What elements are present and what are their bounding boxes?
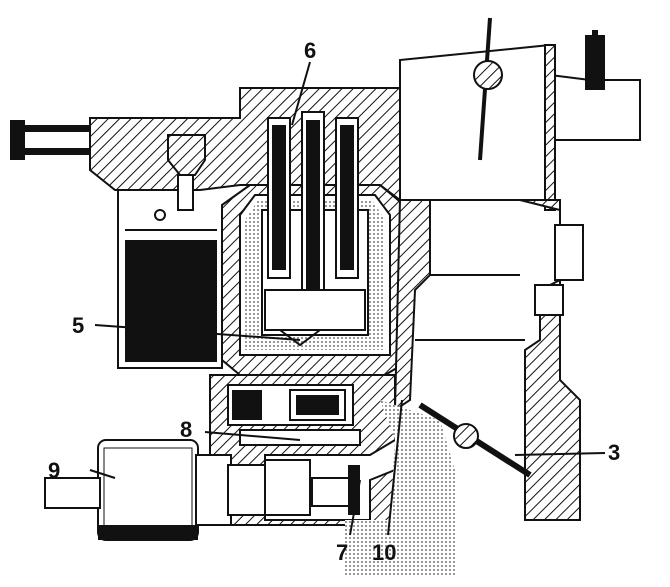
label-6: 6 (304, 38, 316, 63)
throttle-plate (418, 402, 532, 478)
throttle-bore (393, 199, 584, 521)
label-10: 10 (372, 540, 396, 565)
leader-8 (204, 431, 301, 441)
float-chamber (117, 190, 223, 369)
choke-shaft (473, 17, 503, 161)
label-9: 9 (48, 458, 60, 483)
label-5: 5 (72, 313, 84, 338)
leader-7 (349, 479, 361, 536)
needle-valve (154, 134, 206, 221)
leader-10 (387, 399, 403, 536)
leader-3 (514, 452, 606, 456)
air-horn (399, 30, 641, 211)
label-7: 7 (336, 540, 348, 565)
mixture-flow (345, 400, 455, 575)
leader-5 (94, 324, 301, 341)
label-3: 3 (608, 440, 620, 465)
idle-solenoid (44, 439, 360, 541)
leader-6 (291, 61, 311, 126)
leader-lines (89, 61, 606, 536)
leader-9 (89, 469, 116, 479)
label-8: 8 (180, 417, 192, 442)
